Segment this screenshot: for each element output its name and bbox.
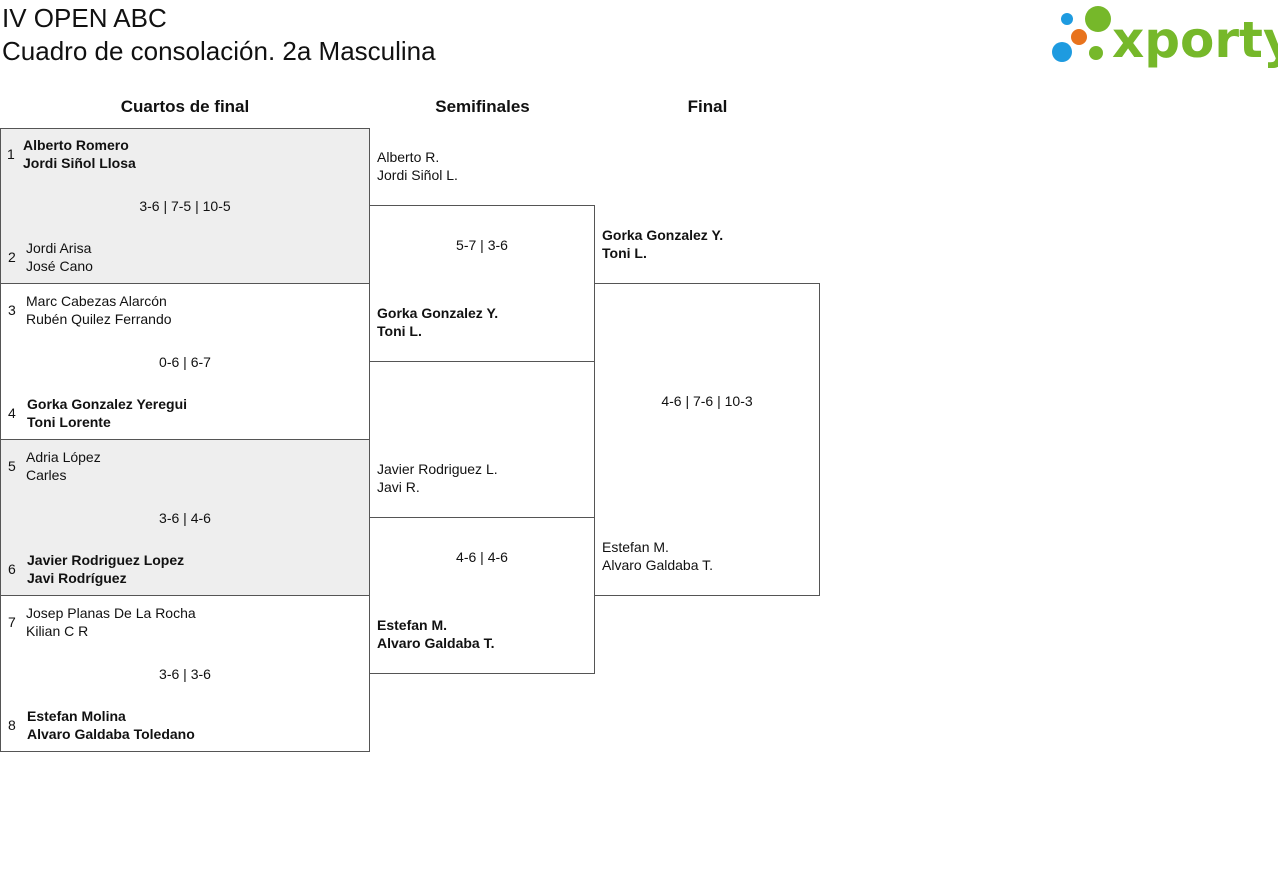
player-name: Josep Planas De La Rocha [26, 605, 196, 621]
player-name: Toni L. [377, 323, 422, 339]
player-name: José Cano [26, 258, 93, 274]
match-score: 3-6 | 4-6 [159, 510, 211, 526]
round-header-final: Final [687, 97, 728, 116]
quarterfinal-match-3 [0, 439, 370, 596]
player-name: Estefan Molina [27, 708, 126, 724]
round-header-quarterfinals: Cuartos de final [120, 97, 250, 116]
player-name: Javier Rodriguez L. [377, 461, 498, 477]
team-entry: Marc Cabezas Alarcón Rubén Quilez Ferran… [26, 292, 172, 328]
team-entry: Gorka Gonzalez Y. Toni L. [377, 304, 498, 340]
player-name: Javier Rodriguez Lopez [27, 552, 185, 568]
team-entry: Javier Rodriguez Lopez Javi Rodríguez [27, 551, 184, 587]
team-entry: Estefan Molina Alvaro Galdaba Toledano [27, 707, 195, 743]
player-name: Alvaro Galdaba T. [377, 635, 495, 651]
seed-number: 6 [8, 561, 16, 577]
team-entry: Javier Rodriguez L. Javi R. [377, 460, 498, 496]
player-name: Jordi Siñol L. [377, 167, 458, 183]
seed-number: 5 [8, 458, 16, 474]
player-name: Javi Rodríguez [27, 570, 127, 586]
player-name: Alvaro Galdaba Toledano [27, 726, 195, 742]
match-score: 5-7 | 3-6 [456, 237, 508, 253]
team-entry: Alberto Romero Jordi Siñol Llosa [23, 136, 136, 172]
logo-wordmark: xporty [1112, 11, 1278, 68]
seed-number: 3 [8, 302, 16, 318]
seed-number: 7 [8, 614, 16, 630]
team-entry: Adria López Carles [26, 448, 101, 484]
team-entry: Alberto R. Jordi Siñol L. [377, 148, 458, 184]
draw-title: Cuadro de consolación. 2a Masculina [2, 36, 436, 66]
team-entry: Gorka Gonzalez Yeregui Toni Lorente [27, 395, 187, 431]
player-name: Estefan M. [377, 617, 448, 633]
logo-dot-green-small [1089, 46, 1103, 60]
match-score: 3-6 | 3-6 [159, 666, 211, 682]
player-name: Marc Cabezas Alarcón [26, 293, 167, 309]
round-header-semifinals: Semifinales [435, 97, 530, 116]
player-name: Estefan M. [602, 539, 669, 555]
player-name: Adria López [26, 449, 101, 465]
player-name: Toni Lorente [27, 414, 111, 430]
team-entry: Josep Planas De La Rocha Kilian C R [26, 604, 196, 640]
player-name: Kilian C R [26, 623, 89, 639]
player-name: Gorka Gonzalez Yeregui [27, 396, 188, 412]
tournament-title: IV OPEN ABC [2, 3, 167, 33]
player-name: Rubén Quilez Ferrando [26, 311, 172, 327]
player-name: Alberto R. [377, 149, 440, 165]
player-name: Jordi Siñol Llosa [23, 155, 136, 171]
xporty-logo: xporty [1052, 6, 1278, 68]
seed-number: 8 [8, 717, 16, 733]
team-entry: Estefan M. Alvaro Galdaba T. [377, 616, 494, 652]
match-score: 4-6 | 4-6 [456, 549, 508, 565]
match-score: 0-6 | 6-7 [159, 354, 211, 370]
team-entry: Jordi Arisa José Cano [26, 239, 93, 275]
player-name: Toni L. [602, 245, 647, 261]
seed-number: 2 [8, 249, 16, 265]
player-name: Alvaro Galdaba T. [602, 557, 714, 573]
team-entry: Estefan M. Alvaro Galdaba T. [602, 538, 713, 574]
team-entry: Gorka Gonzalez Y. Toni L. [602, 226, 723, 262]
logo-dot-green-large [1085, 6, 1111, 32]
match-score: 4-6 | 7-6 | 10-3 [661, 393, 753, 409]
logo-dot-blue [1061, 13, 1073, 25]
logo-dot-blue-small [1052, 42, 1072, 62]
player-name: Gorka Gonzalez Y. [602, 227, 724, 243]
quarterfinal-match-1 [0, 128, 370, 284]
final-match [594, 283, 820, 596]
match-score: 3-6 | 7-5 | 10-5 [139, 198, 231, 214]
player-name: Gorka Gonzalez Y. [377, 305, 499, 321]
logo-dot-orange [1071, 29, 1087, 45]
player-name: Jordi Arisa [26, 240, 92, 256]
player-name: Alberto Romero [23, 137, 129, 153]
seed-number: 1 [7, 146, 15, 162]
player-name: Carles [26, 467, 67, 483]
seed-number: 4 [8, 405, 16, 421]
player-name: Javi R. [377, 479, 420, 495]
